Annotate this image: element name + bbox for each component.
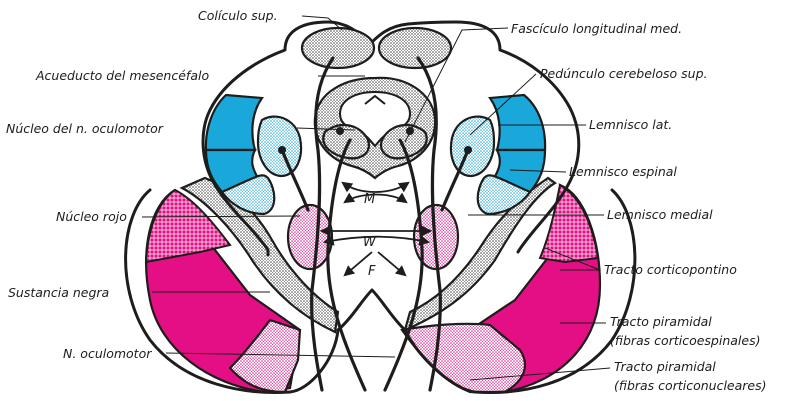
label-n-oculomotor: N. oculomotor	[63, 346, 152, 361]
label-nucleo-rojo: Núcleo rojo	[56, 209, 127, 224]
label-tracto-piramidal-2: Tracto piramidal	[614, 359, 716, 374]
label-lemnisco-medial: Lemnisco medial	[607, 207, 713, 222]
label-sustancia-negra: Sustancia negra	[8, 285, 109, 300]
superior-colliculus-left	[302, 28, 374, 68]
scp-left	[258, 117, 301, 176]
label-tracto-piramidal-2b: (fibras corticonucleares)	[614, 378, 766, 393]
label-acueducto: Acueducto del mesencéfalo	[35, 68, 209, 83]
decussation-m-label: M	[364, 192, 375, 207]
label-coliculo-sup: Colículo sup.	[198, 8, 278, 23]
interpeduncular-notch	[338, 290, 405, 330]
red-nucleus-left	[288, 205, 332, 269]
corticopontine-right	[540, 185, 598, 262]
label-fasciculo: Fascículo longitudinal med.	[511, 21, 682, 36]
scp-right	[451, 117, 494, 176]
decussation-f-label: F	[368, 264, 376, 279]
label-lemnisco-espinal: Lemnisco espinal	[569, 164, 677, 179]
label-lemnisco-lat: Lemnisco lat.	[589, 117, 672, 132]
label-tracto-piramidal-1: Tracto piramidal	[610, 314, 712, 329]
decussation-w-label: W	[363, 235, 377, 250]
label-tracto-corticopontino: Tracto corticopontino	[604, 262, 737, 277]
lateral-lemniscus-right	[490, 95, 545, 150]
label-pedunculo: Pedúnculo cerebeloso sup.	[540, 66, 708, 81]
label-tracto-piramidal-1b: (fibras corticoespinales)	[610, 333, 760, 348]
label-nucleo-oculomotor: Núcleo del n. oculomotor	[6, 121, 164, 136]
superior-colliculus-right	[379, 28, 451, 68]
